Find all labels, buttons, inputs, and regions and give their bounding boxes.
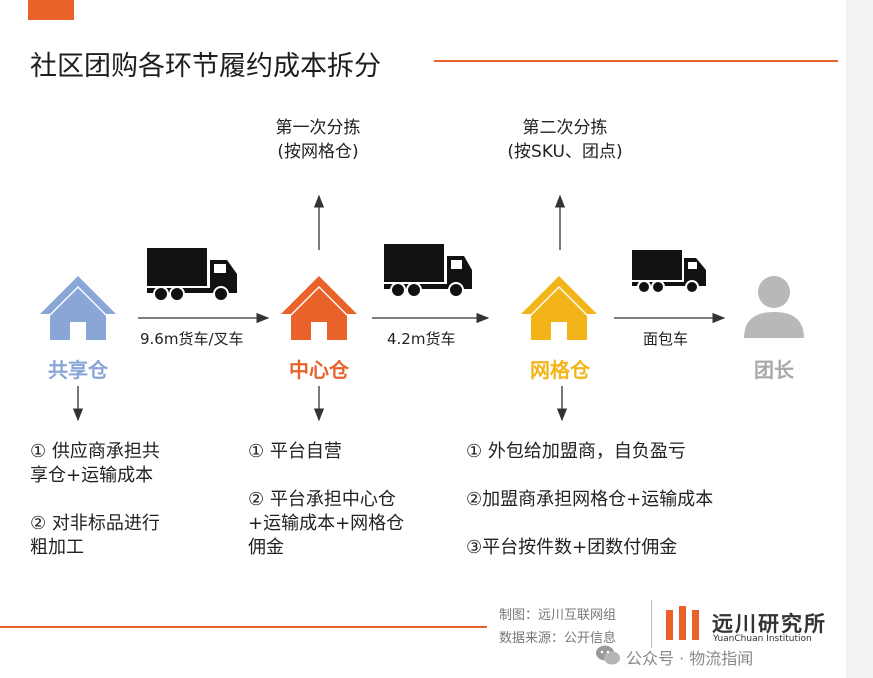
leader-person-icon	[744, 276, 804, 338]
title-rule	[434, 60, 838, 62]
footer-divider	[651, 600, 652, 648]
shared-house-icon	[40, 276, 116, 340]
footer-rule	[0, 626, 487, 628]
grid-warehouse-label: 网格仓	[530, 358, 590, 382]
grid-note-1: ① 外包给加盟商，自负盈亏	[466, 441, 686, 462]
side-shade	[846, 0, 873, 678]
shared-note-2-line1: ② 对非标品进行	[30, 513, 160, 534]
first-sorting-label: 第一次分拣 (按网格仓)	[258, 116, 378, 164]
center-note-2-line3: 佣金	[248, 537, 284, 558]
vehicle-label-leg3: 面包车	[643, 330, 689, 348]
shared-notes: ① 供应商承担共 享仓+运输成本 ② 对非标品进行 粗加工	[30, 440, 160, 560]
grid-house-icon	[521, 276, 597, 340]
shared-note-2-line2: 粗加工	[30, 537, 84, 558]
vehicle-label-leg1: 9.6m货车/叉车	[140, 330, 244, 348]
logo-subtitle: YuanChuan Institution	[713, 634, 812, 644]
truck-icon-leg2	[384, 244, 472, 298]
logo-name: 远川研究所	[712, 612, 827, 636]
shared-note-1-line1: ① 供应商承担共	[30, 441, 160, 462]
yuanchuan-logo-icon	[666, 606, 699, 640]
center-notes: ① 平台自营 ② 平台承担中心仓 +运输成本+网格仓 佣金	[248, 440, 404, 560]
grid-notes: ① 外包给加盟商，自负盈亏 ②加盟商承担网格仓+运输成本 ③平台按件数+团数付佣…	[466, 440, 713, 560]
wechat-icon	[596, 645, 620, 665]
shared-warehouse-label: 共享仓	[48, 358, 108, 382]
grid-note-3: ③平台按件数+团数付佣金	[466, 537, 678, 558]
center-note-2-line2: +运输成本+网格仓	[248, 513, 405, 534]
center-note-2-line1: ② 平台承担中心仓	[248, 489, 396, 510]
center-warehouse-label: 中心仓	[289, 358, 349, 382]
first-sorting-line2: (按网格仓)	[277, 142, 359, 162]
grid-note-2: ②加盟商承担网格仓+运输成本	[466, 489, 714, 510]
credit-data-source: 数据来源：公开信息	[499, 631, 617, 646]
second-sorting-line1: 第二次分拣	[522, 118, 608, 138]
first-sorting-line1: 第一次分拣	[275, 118, 361, 138]
leader-label: 团长	[754, 358, 794, 382]
truck-icon-leg1	[147, 248, 237, 302]
credit-made-by: 制图：远川互联网组	[499, 608, 617, 623]
vehicle-label-leg2: 4.2m货车	[387, 330, 456, 348]
watermark-text: 公众号 · 物流指闻	[626, 649, 754, 668]
center-note-1: ① 平台自营	[248, 441, 342, 462]
page-title: 社区团购各环节履约成本拆分	[30, 51, 381, 82]
shared-note-1-line2: 享仓+运输成本	[30, 465, 154, 486]
center-house-icon	[281, 276, 357, 340]
second-sorting-line2: (按SKU、团点)	[507, 142, 623, 162]
truck-icon-leg3	[632, 250, 706, 294]
corner-accent-block	[28, 0, 74, 20]
second-sorting-label: 第二次分拣 (按SKU、团点)	[490, 116, 640, 164]
